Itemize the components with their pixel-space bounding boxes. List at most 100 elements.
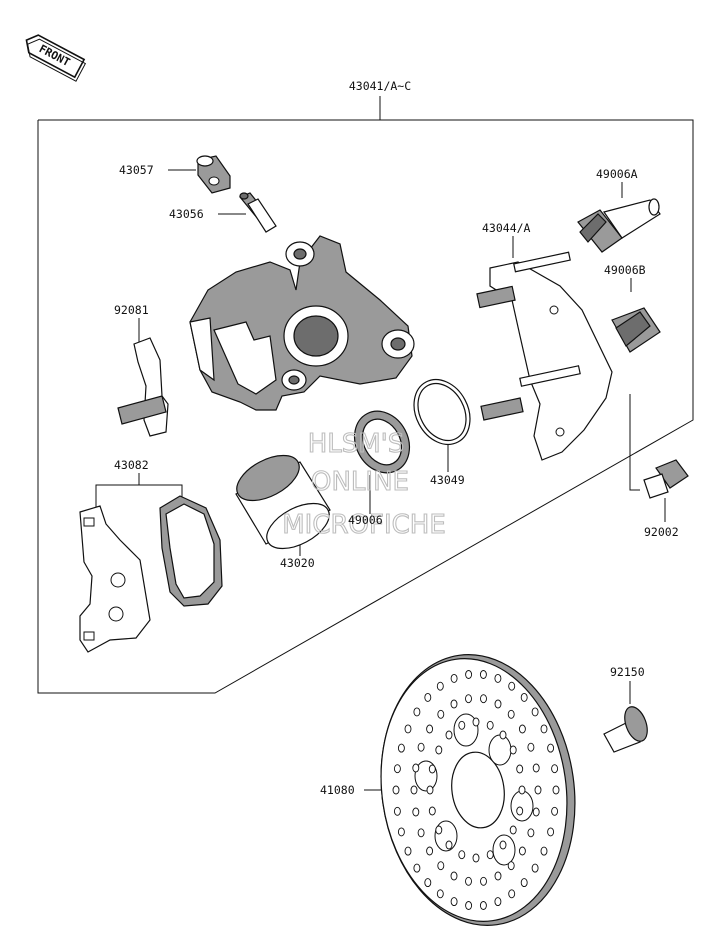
pad-spring-92081 [117, 337, 169, 437]
disc-drill-hole [465, 670, 473, 679]
disc-drill-hole [465, 901, 473, 910]
disc-drill-hole [458, 850, 466, 860]
disc-drill-hole [499, 730, 507, 740]
bolt-92150 [603, 706, 648, 753]
disc-drill-hole [393, 806, 401, 816]
disc-drill-hole [397, 827, 405, 837]
disc-drill-hole [413, 707, 421, 717]
disc-drill-hole [445, 730, 453, 740]
disc-drill-hole [437, 709, 445, 719]
disc-drill-hole [428, 806, 436, 816]
disc-drill-hole [551, 764, 559, 774]
label-92150: 92150 [610, 665, 645, 679]
disc-drill-hole [393, 764, 401, 774]
caliper-bracket-43044 [476, 251, 613, 461]
disc-drill-hole [534, 785, 542, 795]
disc-drill-hole [404, 846, 412, 856]
label-43049: 43049 [430, 473, 465, 487]
caliper-assembly-frame [37, 96, 694, 694]
disc-drill-hole [494, 871, 502, 881]
disc-drill-hole [450, 897, 458, 907]
disc-drill-hole [509, 825, 517, 835]
label-92002: 92002 [644, 525, 679, 539]
disc-drill-hole [507, 861, 515, 871]
disc-drill-hole [450, 871, 458, 881]
disc-drill-hole [516, 764, 524, 774]
disc-drill-hole [465, 694, 472, 704]
disc-drill-hole [472, 717, 480, 727]
dust-seal-43049 [413, 378, 471, 446]
disc-drill-hole [436, 681, 444, 691]
disc-drill-hole [552, 785, 560, 795]
label-92081: 92081 [114, 303, 149, 317]
disc-drill-hole [531, 707, 539, 717]
disc-drill-hole [412, 807, 420, 817]
disc-drill-hole [445, 840, 453, 850]
disc-drill-hole [540, 724, 548, 734]
disc-drill-hole [518, 785, 526, 795]
label-43057: 43057 [119, 163, 154, 177]
brake-pad-backing-43082 [79, 505, 151, 653]
disc-drill-hole [520, 692, 528, 702]
bolt-92002 [643, 459, 689, 499]
boot-49006B [611, 307, 661, 353]
disc-drill-hole [412, 763, 420, 773]
label-43044: 43044/A [482, 221, 531, 235]
disc-drill-hole [499, 840, 507, 850]
disc-drill-hole [426, 785, 434, 795]
disc-drill-hole [520, 878, 528, 888]
label-43020: 43020 [280, 556, 315, 570]
disc-drill-hole [516, 806, 524, 816]
disc-drill-hole [424, 692, 432, 702]
disc-drill-hole [540, 846, 548, 856]
disc-drill-hole [450, 699, 458, 709]
disc-drill-hole [527, 828, 535, 838]
disc-drill-hole [507, 709, 515, 719]
disc-drill-hole [547, 743, 555, 753]
disc-drill-hole [413, 863, 421, 873]
watermark: HLSM'S ONLINE MICROFICHE [282, 428, 447, 540]
disc-drill-hole [426, 724, 434, 734]
disc-drill-hole [417, 742, 425, 752]
disc-drill-hole [480, 694, 487, 704]
disc-drill-hole [397, 743, 405, 753]
disc-drill-hole [479, 901, 487, 910]
disc-drill-hole [527, 742, 535, 752]
bleeder-screw-43056 [239, 192, 277, 233]
watermark-line-3: MICROFICHE [282, 510, 446, 540]
disc-drill-hole [518, 724, 526, 734]
disc-drill-hole [392, 785, 400, 795]
bushing-43057 [196, 155, 231, 194]
disc-drill-hole [437, 861, 445, 871]
disc-drill-hole [551, 806, 559, 816]
disc-drill-hole [465, 876, 472, 886]
disc-drill-hole [458, 720, 466, 730]
label-49006: 49006 [348, 513, 383, 527]
front-arrow-badge: FRONT [25, 34, 87, 82]
label-43056: 43056 [169, 207, 204, 221]
disc-drill-hole [508, 889, 516, 899]
piston-seal-49006 [353, 410, 411, 474]
disc-drill-hole [410, 785, 418, 795]
label-43082: 43082 [114, 458, 149, 472]
disc-drill-hole [508, 681, 516, 691]
label-41080: 41080 [320, 783, 355, 797]
disc-drill-hole [417, 828, 425, 838]
watermark-line-2: ONLINE [311, 467, 409, 497]
disc-drill-hole [426, 846, 434, 856]
boot-49006A [577, 198, 661, 253]
disc-drill-hole [436, 889, 444, 899]
disc-drill-hole [480, 876, 487, 886]
disc-drill-hole [532, 807, 540, 817]
piston-43020 [235, 454, 331, 550]
brake-disc-41080 [380, 654, 576, 926]
caliper-body [189, 235, 415, 411]
disc-drill-hole [531, 863, 539, 873]
disc-drill-hole [435, 745, 443, 755]
disc-drill-hole [479, 670, 487, 679]
label-assembly: 43041/A~C [349, 79, 411, 93]
disc-drill-hole [450, 673, 458, 683]
disc-drill-hole [404, 724, 412, 734]
part-labels: 43041/A~C 43057 43056 92081 43082 43020 … [114, 79, 679, 797]
